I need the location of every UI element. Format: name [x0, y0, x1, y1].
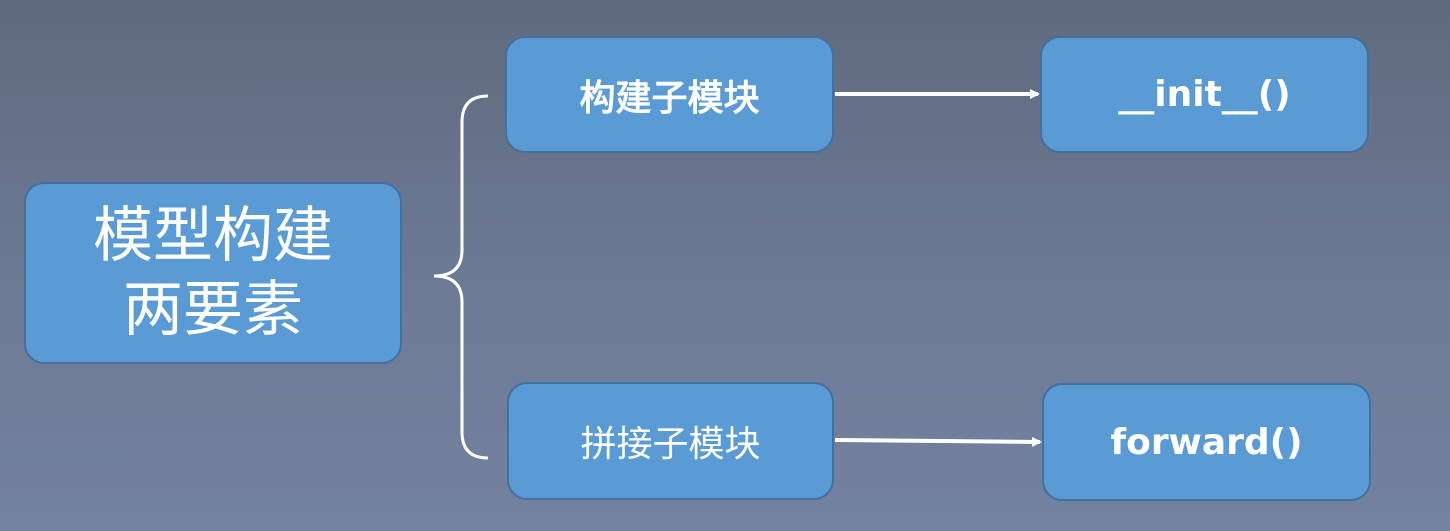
node-build-submodule: 构建子模块 [505, 36, 834, 153]
node-forward-method-label: forward() [1110, 421, 1303, 463]
curly-brace [433, 94, 489, 460]
root-node-line2: 两要素 [123, 275, 303, 345]
node-init-method: __init__() [1040, 36, 1369, 153]
arrow-assemble-to-forward [834, 436, 1042, 447]
root-node-model-building: 模型构建 两要素 [24, 182, 402, 364]
node-assemble-submodule-label: 拼接子模块 [580, 424, 761, 465]
node-forward-method: forward() [1042, 383, 1371, 501]
node-build-submodule-label: 构建子模块 [579, 77, 760, 119]
node-assemble-submodule: 拼接子模块 [507, 382, 834, 500]
node-init-method-label: __init__() [1118, 74, 1291, 115]
root-node-line1: 模型构建 [93, 201, 333, 271]
